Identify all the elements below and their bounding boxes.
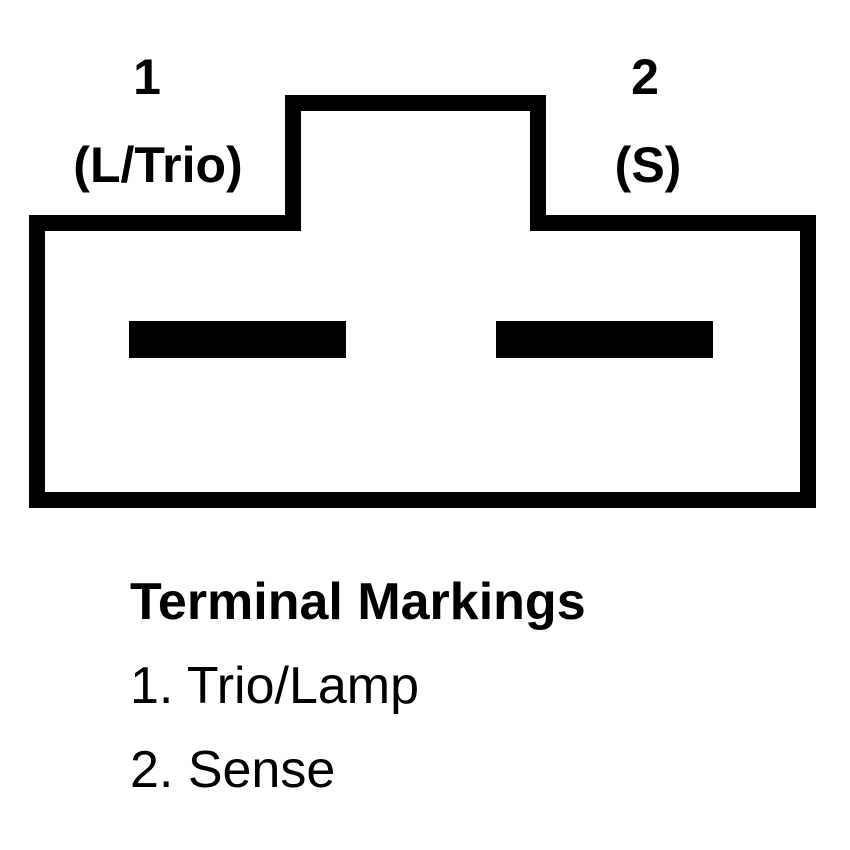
terminal-1-label: (L/Trio)	[73, 137, 243, 193]
legend-item-1: 1. Trio/Lamp	[130, 657, 420, 715]
legend-item-2: 2. Sense	[130, 741, 336, 799]
terminal-2-blade	[496, 321, 713, 358]
terminal-1-blade	[129, 321, 346, 358]
connector-housing-outline	[29, 95, 816, 508]
terminal-2-number: 2	[631, 49, 659, 105]
terminal-legend: Terminal Markings 1. Trio/Lamp 2. Sense	[130, 576, 586, 796]
terminal-1-number: 1	[133, 49, 161, 105]
legend-title: Terminal Markings	[130, 573, 586, 631]
terminal-2-label: (S)	[614, 137, 682, 193]
